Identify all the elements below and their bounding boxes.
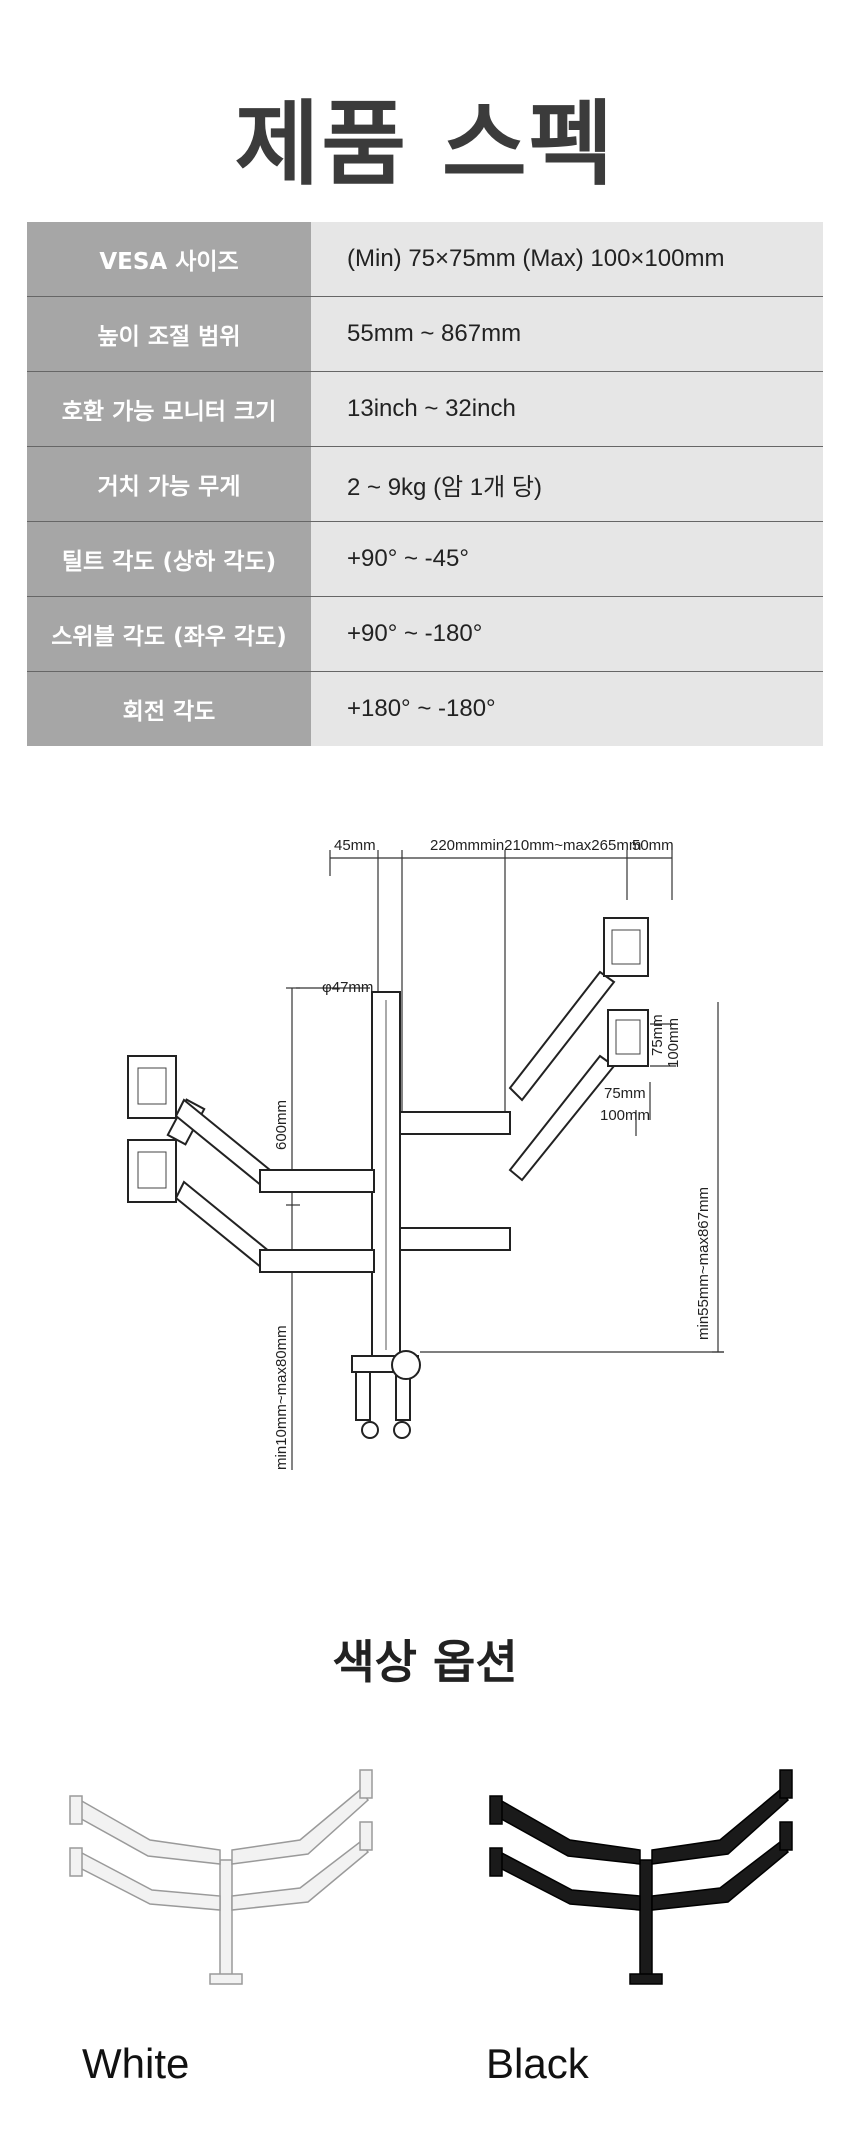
spec-table: VESA 사이즈 (Min) 75×75mm (Max) 100×100mm 높… <box>27 222 823 746</box>
spec-row: VESA 사이즈 (Min) 75×75mm (Max) 100×100mm <box>27 222 823 297</box>
dim-75v-label: 75mm <box>649 1014 666 1056</box>
dim-arm-label: 220mmmin210mm~max265mm <box>430 837 641 854</box>
spec-row: 스위블 각도 (좌우 각도) +90° ~ -180° <box>27 596 823 672</box>
spec-row: 호환 가능 모니터 크기 13inch ~ 32inch <box>27 371 823 447</box>
spec-value: +90° ~ -45° <box>311 521 823 597</box>
dim-pole-label: φ47mm <box>322 979 373 996</box>
black-product-image <box>489 1769 793 1985</box>
spec-row: 거치 가능 무게 2 ~ 9kg (암 1개 당) <box>27 446 823 522</box>
dim-45-label: 45mm <box>334 837 376 854</box>
spec-value: 55mm ~ 867mm <box>311 296 823 372</box>
dim-100v-label: 100mm <box>665 1018 682 1068</box>
spec-value: 13inch ~ 32inch <box>311 371 823 447</box>
dim-50-label: 50mm <box>632 837 674 854</box>
dim-height-label: min55mm~max867mm <box>695 1187 712 1340</box>
spec-label: VESA 사이즈 <box>27 222 311 297</box>
spec-label: 스위블 각도 (좌우 각도) <box>27 596 311 672</box>
spec-row: 회전 각도 +180° ~ -180° <box>27 671 823 746</box>
white-option-label: White <box>82 2040 190 2087</box>
dimension-diagram: 45mm 220mmmin210mm~max265mm 50mm φ47mm 6… <box>127 837 724 1470</box>
spec-value: (Min) 75×75mm (Max) 100×100mm <box>311 222 823 297</box>
dim-clamp-label: min10mm~max80mm <box>273 1325 290 1470</box>
dim-75h-label: 75mm <box>604 1085 646 1102</box>
white-product-image <box>69 1769 373 1985</box>
spec-row: 틸트 각도 (상하 각도) +90° ~ -45° <box>27 521 823 597</box>
spec-label: 호환 가능 모니터 크기 <box>27 371 311 447</box>
dim-600-label: 600mm <box>273 1100 290 1150</box>
spec-label: 회전 각도 <box>27 671 311 746</box>
spec-value: +90° ~ -180° <box>311 596 823 672</box>
page-title: 제품 스펙 <box>234 91 616 198</box>
spec-label: 거치 가능 무게 <box>27 446 311 522</box>
spec-value: +180° ~ -180° <box>311 671 823 746</box>
spec-label: 틸트 각도 (상하 각도) <box>27 521 311 597</box>
black-option-label: Black <box>486 2040 589 2087</box>
spec-value: 2 ~ 9kg (암 1개 당) <box>311 446 823 522</box>
color-options-title: 색상 옵션 <box>332 1635 518 1689</box>
dim-100h-label: 100mm <box>600 1107 650 1124</box>
spec-label: 높이 조절 범위 <box>27 296 311 372</box>
spec-row: 높이 조절 범위 55mm ~ 867mm <box>27 296 823 372</box>
